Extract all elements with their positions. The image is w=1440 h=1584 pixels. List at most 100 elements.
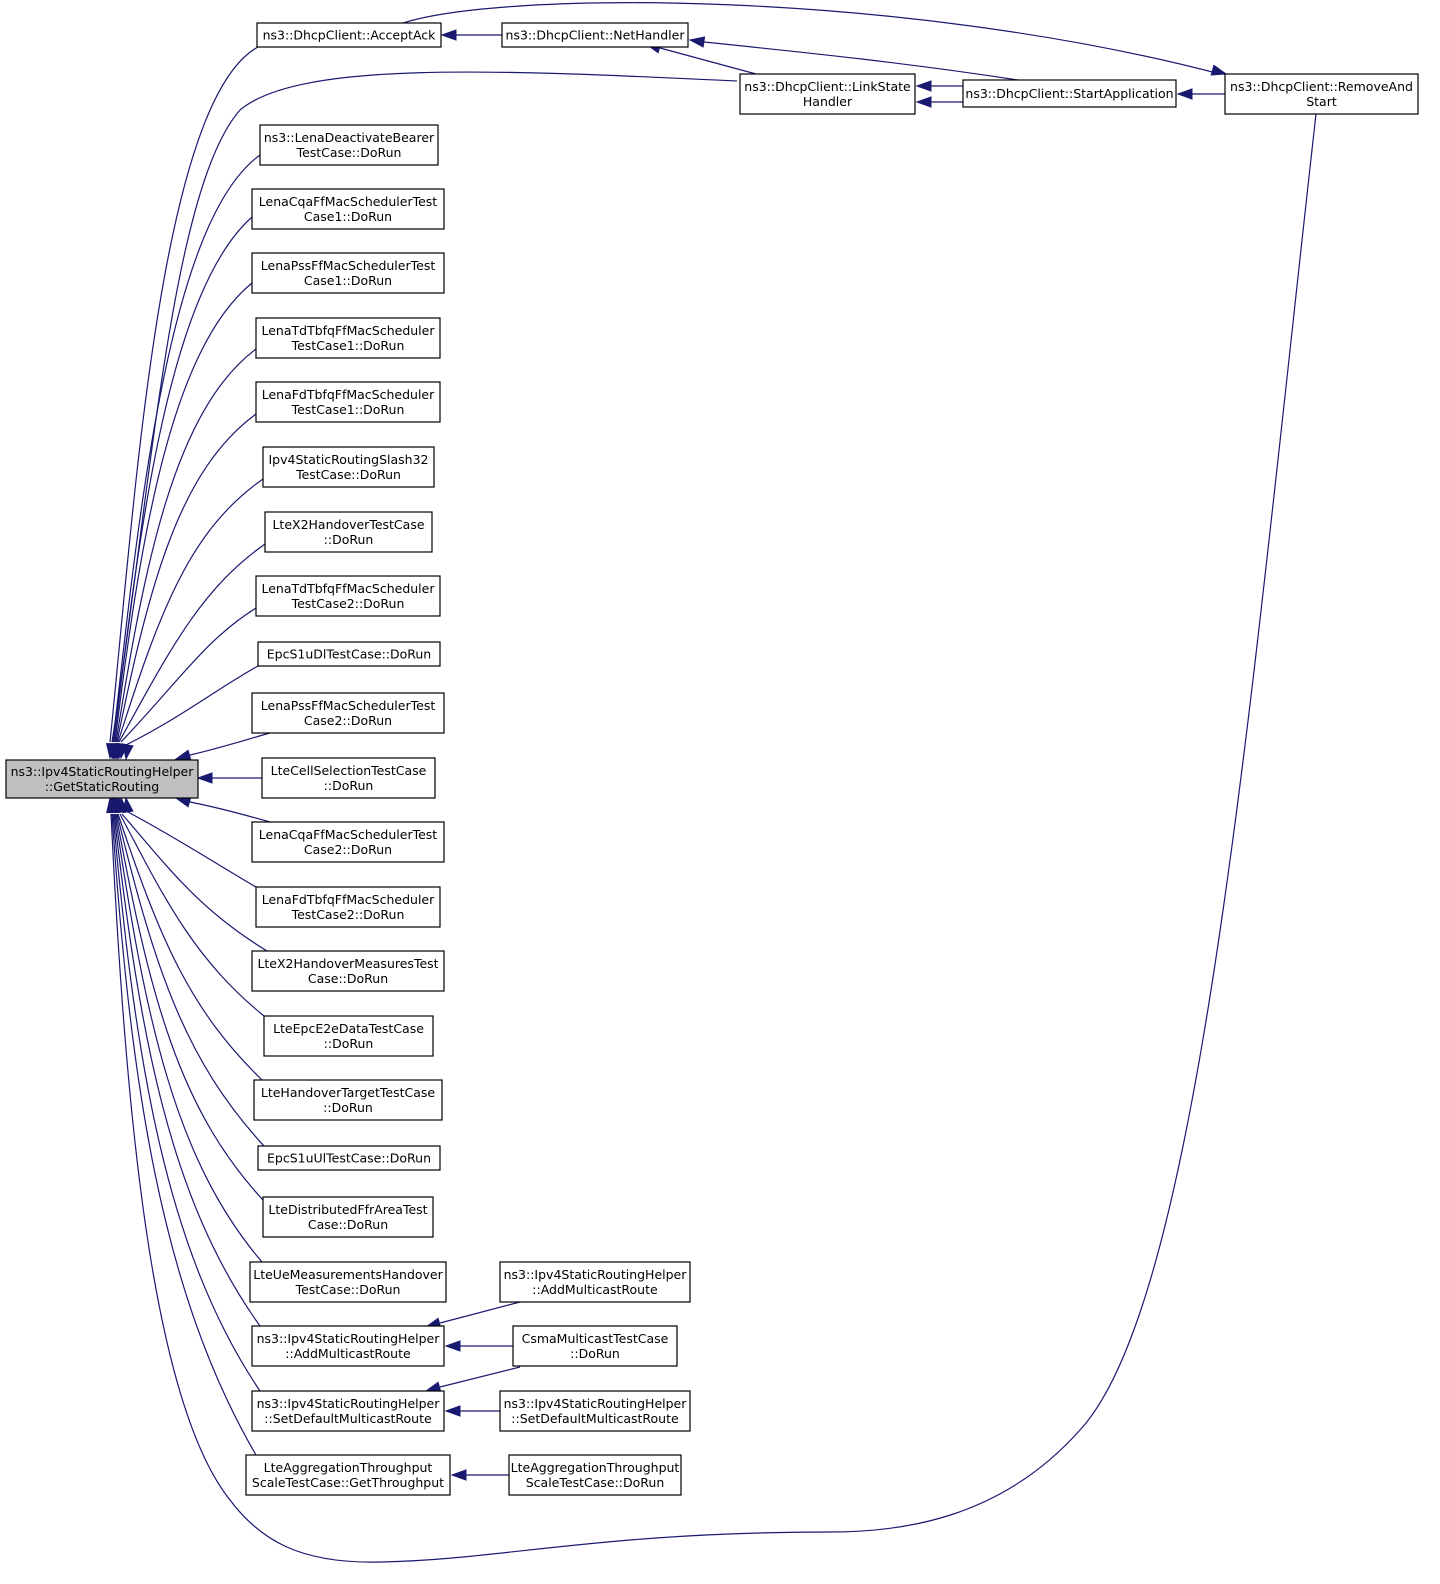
node-box (261, 757, 436, 799)
call-edge (117, 478, 264, 743)
node-label: TestCase::DoRun (296, 145, 402, 160)
node-label: ns3::DhcpClient::StartApplication (965, 86, 1173, 101)
node-label: ns3::Ipv4StaticRoutingHelper (257, 1331, 441, 1346)
node-label: ns3::Ipv4StaticRoutingHelper (504, 1267, 688, 1282)
node-label: ::SetDefaultMulticastRoute (511, 1411, 679, 1426)
node-x2handover[interactable]: LteX2HandoverTestCase::DoRun (264, 511, 433, 553)
node-box (264, 511, 433, 553)
node-getstatic[interactable]: ns3::Ipv4StaticRoutingHelper::GetStaticR… (5, 759, 199, 799)
node-box (262, 1196, 434, 1238)
node-box (253, 1079, 443, 1121)
node-box (263, 1015, 434, 1057)
node-box (251, 188, 445, 230)
call-edge (439, 1301, 521, 1324)
node-label: ns3::DhcpClient::RemoveAnd (1230, 79, 1413, 94)
node-label: Case1::DoRun (304, 273, 392, 288)
node-aggdorun[interactable]: LteAggregationThroughputScaleTestCase::D… (508, 1454, 682, 1496)
arrowhead-icon (1210, 64, 1228, 76)
node-box (257, 641, 441, 667)
node-nethandler[interactable]: ns3::DhcpClient::NetHandler (501, 22, 689, 48)
node-label: LenaCqaFfMacSchedulerTest (259, 827, 438, 842)
node-label: Handler (803, 94, 853, 109)
node-label: TestCase::DoRun (295, 467, 401, 482)
node-label: Case::DoRun (308, 971, 388, 986)
node-setdef-right[interactable]: ns3::Ipv4StaticRoutingHelper::SetDefault… (499, 1390, 691, 1432)
node-epce2e[interactable]: LteEpcE2eDataTestCase::DoRun (263, 1015, 434, 1057)
node-box (255, 886, 441, 928)
node-label: TestCase2::DoRun (291, 596, 405, 611)
node-cellsel[interactable]: LteCellSelectionTestCase::DoRun (261, 757, 436, 799)
node-label: TestCase1::DoRun (291, 338, 405, 353)
node-getthroughput[interactable]: LteAggregationThroughputScaleTestCase::G… (245, 1454, 451, 1496)
node-acceptack[interactable]: ns3::DhcpClient::AcceptAck (256, 22, 442, 48)
node-handovertarget[interactable]: LteHandoverTargetTestCase::DoRun (253, 1079, 443, 1121)
node-label: Case1::DoRun (304, 209, 392, 224)
node-box (251, 252, 445, 294)
node-label: ::DoRun (324, 532, 374, 547)
call-edge (120, 607, 257, 743)
call-edge (111, 71, 738, 743)
node-label: LenaPssFfMacSchedulerTest (261, 258, 436, 273)
call-edge (112, 154, 261, 743)
call-edge (116, 413, 257, 743)
node-label: ::AddMulticastRoute (285, 1346, 411, 1361)
node-label: TestCase2::DoRun (291, 907, 405, 922)
node-box (962, 79, 1177, 108)
node-label: LteAggregationThroughput (511, 1460, 680, 1475)
node-box (245, 1454, 451, 1496)
node-label: LteHandoverTargetTestCase (261, 1085, 436, 1100)
call-edge (117, 813, 263, 1081)
node-startapp[interactable]: ns3::DhcpClient::StartApplication (962, 79, 1177, 108)
arrowhead-icon (106, 796, 118, 814)
node-label: LteUeMeasurementsHandover (253, 1267, 443, 1282)
node-label: ns3::LenaDeactivateBearer (264, 130, 435, 145)
call-edge (121, 813, 268, 952)
arrowhead-icon (915, 80, 932, 92)
node-box (1224, 73, 1419, 115)
node-label: LteCellSelectionTestCase (271, 763, 427, 778)
node-box (251, 1325, 445, 1367)
node-label: Case2::DoRun (304, 842, 392, 857)
node-box (255, 381, 441, 423)
node-setdef-mid[interactable]: ns3::Ipv4StaticRoutingHelper::SetDefault… (251, 1390, 445, 1432)
node-label: Case2::DoRun (304, 713, 392, 728)
node-box (251, 692, 445, 734)
node-s1uul[interactable]: EpcS1uUlTestCase::DoRun (257, 1145, 441, 1171)
call-edge (109, 44, 263, 743)
node-s1udl[interactable]: EpcS1uDlTestCase::DoRun (257, 641, 441, 667)
node-label: TestCase1::DoRun (291, 402, 405, 417)
node-label: ns3::Ipv4StaticRoutingHelper (257, 1396, 441, 1411)
node-box (251, 821, 445, 863)
node-label: TestCase::DoRun (295, 1282, 401, 1297)
node-label: ::AddMulticastRoute (532, 1282, 658, 1297)
node-addmc-mid[interactable]: ns3::Ipv4StaticRoutingHelper::AddMultica… (251, 1325, 445, 1367)
node-csma[interactable]: CsmaMulticastTestCase::DoRun (512, 1325, 678, 1367)
node-label: EpcS1uUlTestCase::DoRun (267, 1151, 431, 1166)
call-edge (118, 543, 266, 743)
arrowhead-icon (122, 743, 134, 761)
node-label: LteX2HandoverMeasuresTest (257, 956, 438, 971)
call-edge (189, 732, 271, 756)
node-box (5, 759, 199, 799)
call-nodes: ns3::Ipv4StaticRoutingHelper::GetStaticR… (5, 22, 1419, 1496)
arrowhead-icon (440, 29, 457, 41)
node-addmc-right[interactable]: ns3::Ipv4StaticRoutingHelper::AddMultica… (499, 1261, 691, 1303)
call-edge (110, 113, 1317, 1563)
call-edge (399, 2, 1221, 75)
